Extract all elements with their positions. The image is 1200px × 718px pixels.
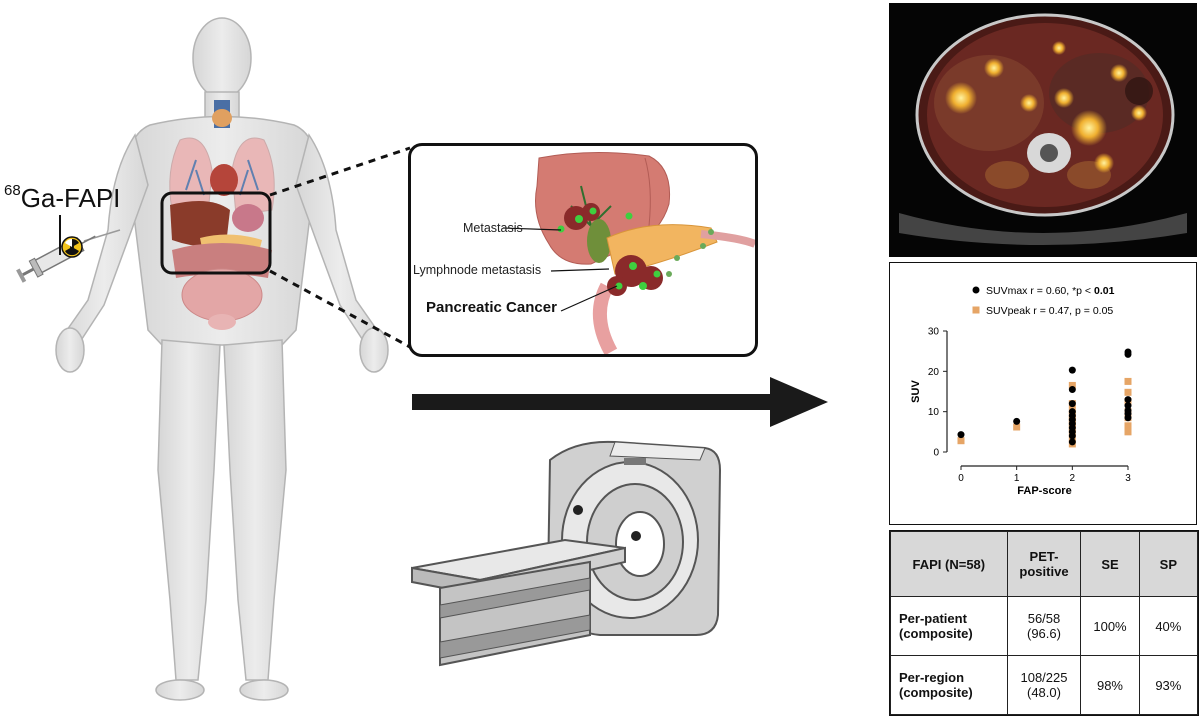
legend-label-suvpeak: SUVpeak r = 0.47, p = 0.05: [986, 305, 1113, 317]
tracer-label: 68Ga-FAPI: [4, 182, 121, 213]
header-sp: SP: [1138, 531, 1199, 597]
intestines: [181, 268, 263, 322]
internal-organs: [169, 100, 275, 330]
x-tick-label: 2: [1070, 473, 1076, 484]
data-point-suvmax: [1124, 350, 1132, 358]
data-point-suvmax: [1068, 438, 1076, 446]
cell-se: 100%: [1080, 596, 1140, 656]
thyroid: [212, 109, 232, 127]
stomach: [232, 204, 264, 232]
data-point-suvpeak: [1013, 423, 1021, 431]
cell-sp: 40%: [1138, 596, 1199, 656]
data-point-suvmax: [1124, 402, 1132, 410]
pet-ct-scan-image: [889, 3, 1197, 257]
heart: [210, 164, 238, 196]
liver-pancreas-illustration: [502, 151, 755, 354]
chart-legend: SUVmax r = 0.60, *p < 0.01 SUVpeak r = 0…: [972, 285, 1115, 317]
header-fapi: FAPI (N=58): [890, 531, 1008, 597]
human-body-illustration: [16, 17, 411, 701]
header-se: SE: [1080, 531, 1140, 597]
abdomen-highlight-box: [160, 191, 272, 275]
y-tick-label: 10: [928, 407, 940, 418]
cell-sp: 93%: [1138, 655, 1199, 715]
colon: [172, 243, 272, 278]
label-metastasis: Metastasis: [463, 221, 523, 235]
data-point-suvmax: [1124, 414, 1132, 422]
data-point-suvmax: [1068, 400, 1076, 408]
y-tick-label: 30: [928, 327, 940, 338]
label-pancreatic-cancer: Pancreatic Cancer: [426, 299, 557, 316]
callout-line-top: [269, 146, 411, 197]
data-point-suvpeak: [1124, 388, 1132, 396]
chart-plot-area: SUVmax r = 0.60, *p < 0.01 SUVpeak r = 0…: [910, 285, 1132, 497]
data-point-suvmax: [1013, 417, 1021, 425]
legend-marker-suvpeak: [972, 306, 980, 314]
data-point-suvmax: [957, 431, 965, 439]
y-tick-label: 0: [933, 448, 939, 459]
row-label-per-patient: Per-patient (composite): [890, 596, 1008, 656]
table-row: Per-patient (composite) 56/58 (96.6) 100…: [890, 596, 1199, 656]
results-table-container: FAPI (N=58) PET- positive SE SP Per-pati…: [889, 530, 1199, 716]
data-point-suvpeak: [1068, 381, 1076, 389]
data-point-suvpeak: [1124, 422, 1132, 430]
cell-pet-positive: 108/225 (48.0): [1006, 655, 1082, 715]
legend-label-suvmax: SUVmax r = 0.60, *p < 0.01: [986, 285, 1115, 297]
legend-marker-suvmax: [972, 286, 980, 294]
suv-scatter-chart: SUVmax r = 0.60, *p < 0.01 SUVpeak r = 0…: [889, 262, 1197, 525]
radiation-icon: [61, 236, 83, 258]
x-tick-label: 1: [1014, 473, 1020, 484]
data-point-suvmax: [1124, 396, 1132, 404]
label-lymphnode: Lymphnode metastasis: [413, 263, 542, 277]
x-tick-label: 0: [958, 473, 964, 484]
data-point-suvpeak: [1124, 377, 1132, 385]
table-row: Per-region (composite) 108/225 (48.0) 98…: [890, 655, 1199, 715]
data-point-suvmax: [1068, 432, 1076, 440]
data-point-suvmax: [1068, 385, 1076, 393]
header-pet-positive: PET- positive: [1006, 531, 1082, 597]
data-point-suvpeak: [957, 437, 965, 445]
callout-line-bottom: [269, 269, 411, 349]
data-point-suvpeak: [1124, 428, 1132, 436]
cell-pet-positive: 56/58 (96.6): [1006, 596, 1082, 656]
x-tick-label: 3: [1125, 473, 1131, 484]
body-silhouette: [55, 17, 389, 701]
y-tick-label: 20: [928, 367, 940, 378]
bladder: [208, 314, 236, 330]
y-axis-title: SUV: [910, 380, 922, 403]
data-point-suvmax: [1068, 366, 1076, 374]
row-label-per-region: Per-region (composite): [890, 655, 1008, 715]
callout-box: Metastasis Lymphnode metastasis Pancreat…: [408, 143, 758, 357]
results-table: FAPI (N=58) PET- positive SE SP Per-pati…: [890, 531, 1199, 715]
x-axis-title: FAP-score: [1017, 485, 1071, 497]
cell-se: 98%: [1080, 655, 1140, 715]
pet-ct-scanner-icon: [411, 440, 722, 667]
table-header-row: FAPI (N=58) PET- positive SE SP: [890, 531, 1199, 597]
right-arrow: [412, 377, 828, 427]
